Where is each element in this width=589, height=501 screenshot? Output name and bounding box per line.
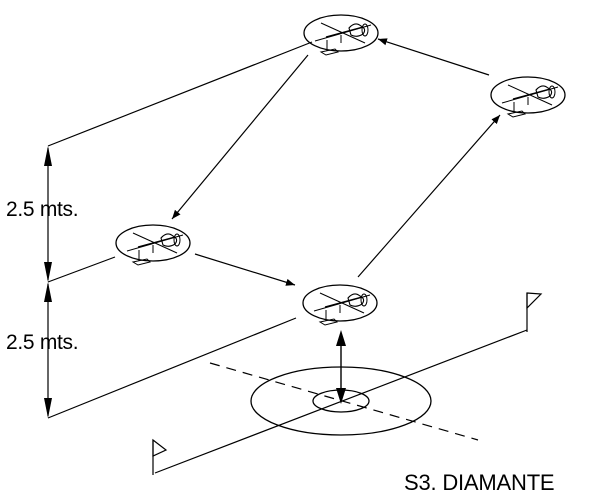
middle-plane-back-edge bbox=[47, 256, 116, 283]
helicopter-center bbox=[302, 284, 378, 326]
lower-plane-back-edge bbox=[47, 317, 297, 419]
vertical-arrowhead-up bbox=[336, 330, 346, 346]
path-arrow-right-to-top bbox=[377, 38, 490, 76]
path-arrow-center-to-right bbox=[357, 114, 501, 278]
helicopter-top bbox=[303, 14, 379, 56]
upper-plane-back-edge bbox=[47, 41, 313, 147]
dimension-bottom-arrowhead-down bbox=[44, 398, 52, 418]
path-arrow-left-to-center bbox=[194, 253, 296, 286]
dimension-bottom-arrowhead-up bbox=[44, 282, 52, 302]
diagram-caption: S3. DIAMANTE bbox=[404, 470, 555, 495]
dimension-top-arrowhead-up bbox=[44, 146, 52, 166]
centerline-dashed bbox=[209, 362, 479, 441]
path-arrow-top-to-left bbox=[171, 54, 309, 220]
helicopter-left bbox=[115, 224, 191, 266]
helicopter-right bbox=[490, 76, 566, 118]
left-marker-flag bbox=[152, 438, 168, 475]
dimension-top-arrowhead-down bbox=[44, 262, 52, 282]
dimension-label-top: 2.5 mts. bbox=[6, 198, 79, 221]
vertical-arrowhead-down bbox=[336, 388, 346, 404]
dimension-label-bottom: 2.5 mts. bbox=[6, 331, 79, 354]
right-marker-flag bbox=[526, 292, 543, 332]
